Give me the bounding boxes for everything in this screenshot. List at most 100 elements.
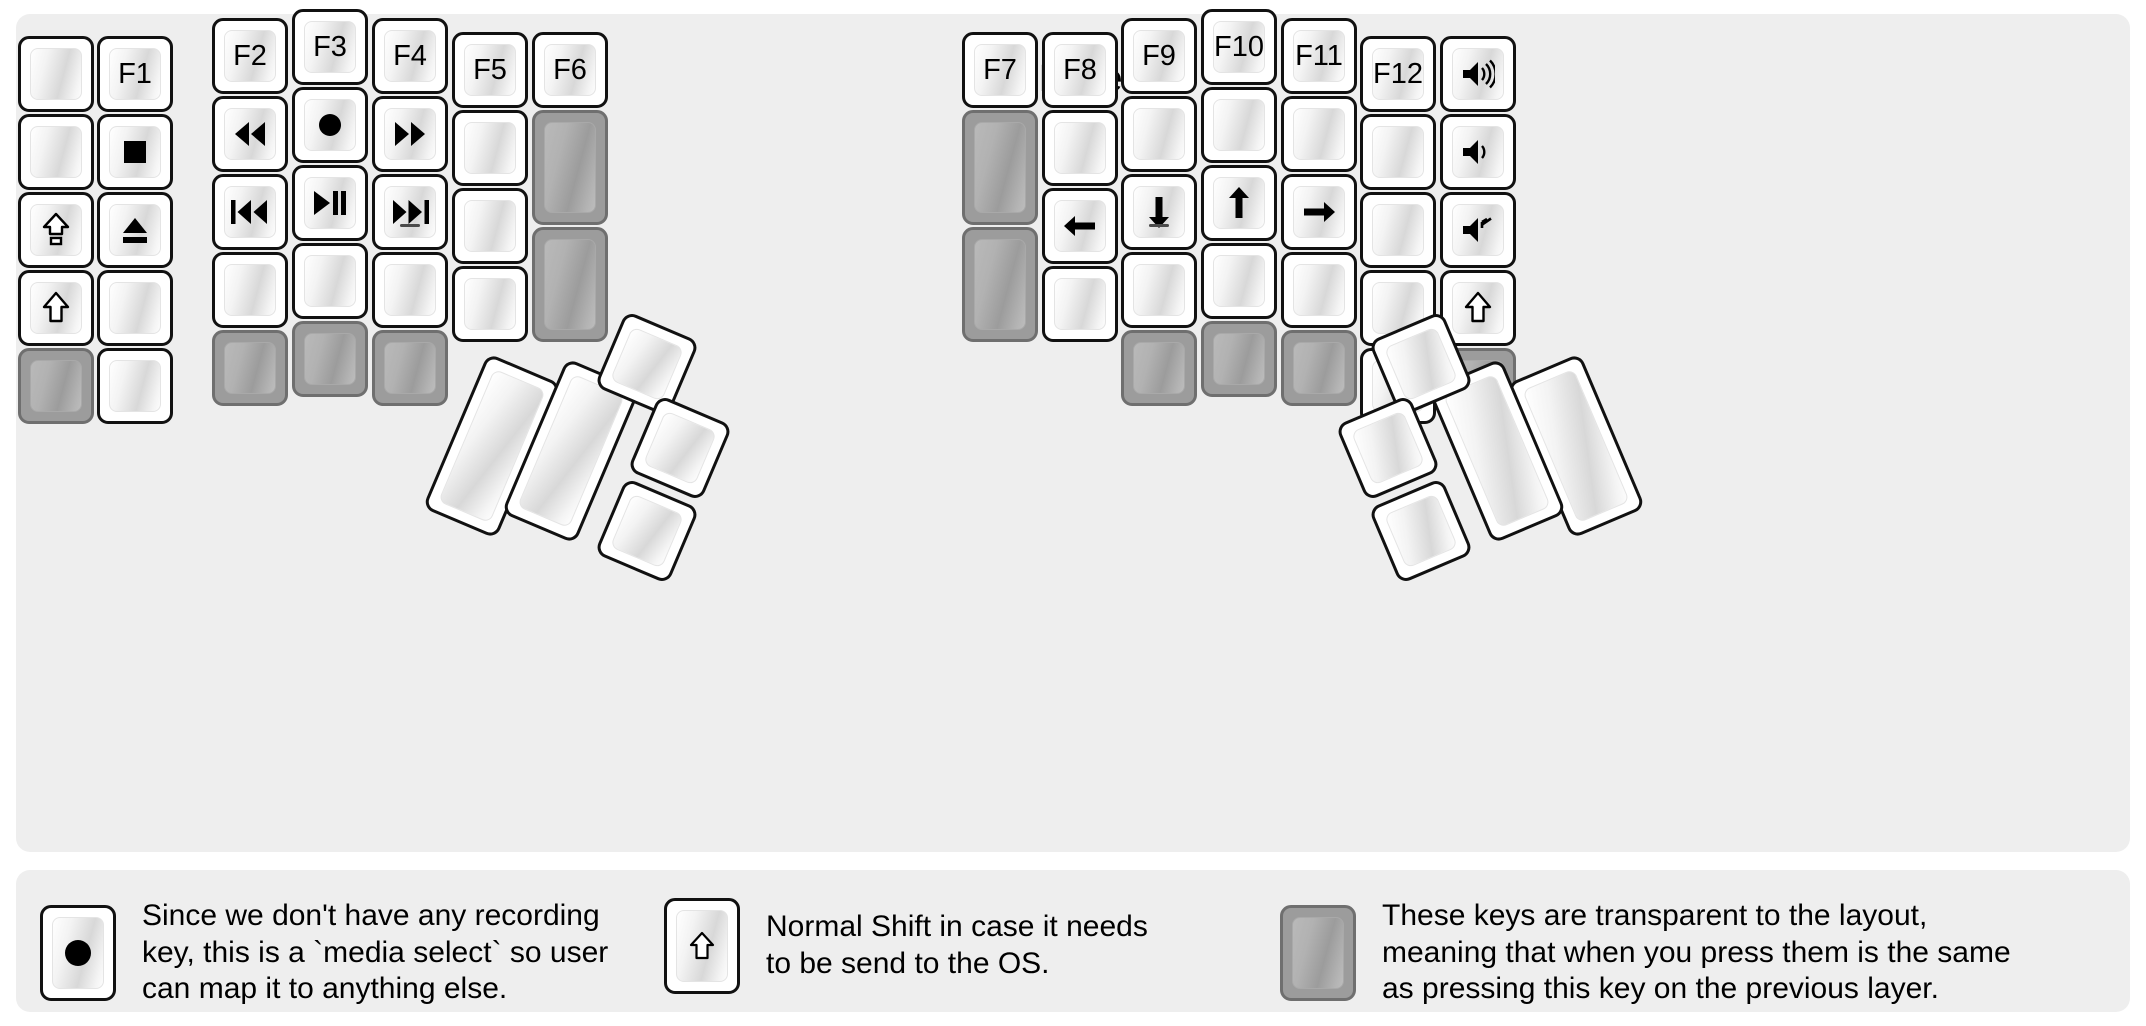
key-f12[interactable]: F12 [1360, 36, 1436, 112]
keycap-surface: F8 [1054, 44, 1106, 96]
key-f9[interactable]: F9 [1121, 18, 1197, 94]
key-transparent-r-c3r5[interactable] [1121, 330, 1197, 406]
keycap-surface [1452, 48, 1504, 100]
key-transparent-c1r5[interactable] [18, 348, 94, 424]
keycap-surface [1213, 99, 1265, 151]
key-f7[interactable]: F7 [962, 32, 1038, 108]
key-label: F2 [233, 39, 267, 72]
key-arrow-up[interactable] [1201, 165, 1277, 241]
key-blank-c5r4[interactable] [372, 252, 448, 328]
key-transparent-c5r5[interactable] [372, 330, 448, 406]
key-blank-r-c5r2[interactable] [1281, 96, 1357, 172]
shift-icon [42, 291, 70, 323]
key-label: F11 [1295, 39, 1343, 72]
key-transparent-r-c4r5[interactable] [1201, 321, 1277, 397]
key-transparent-r-c5r5[interactable] [1281, 330, 1357, 406]
keycap-surface [1452, 282, 1504, 334]
fast-forward-icon [395, 122, 425, 146]
key-transparent-c3r5[interactable] [212, 330, 288, 406]
key-blank-r-c2r2[interactable] [1042, 110, 1118, 186]
key-transparent-r-c1r3[interactable] [962, 227, 1038, 342]
key-blank-c6r4[interactable] [452, 266, 528, 342]
keycap-surface [1133, 186, 1185, 238]
arrow-down-icon [1149, 197, 1169, 228]
key-blank-c6r2[interactable] [452, 110, 528, 186]
key-label: F5 [473, 53, 507, 86]
homing-bar [1149, 224, 1169, 227]
keycap-surface [1054, 200, 1106, 252]
key-arrow-left[interactable] [1042, 188, 1118, 264]
key-shift-right[interactable] [1440, 270, 1516, 346]
key-volume-down[interactable] [1440, 114, 1516, 190]
keycap-surface: F12 [1372, 48, 1424, 100]
key-blank-c3r4[interactable] [212, 252, 288, 328]
key-label: F10 [1214, 30, 1264, 63]
keycap-surface [1054, 278, 1106, 330]
key-volume-mute[interactable] [1440, 192, 1516, 268]
key-f1[interactable]: F1 [97, 36, 173, 112]
key-media-stop[interactable] [97, 114, 173, 190]
key-f3[interactable]: F3 [292, 9, 368, 85]
homing-bar [400, 224, 420, 227]
key-f2[interactable]: F2 [212, 18, 288, 94]
key-label: F1 [118, 57, 152, 90]
caps-lock-icon [42, 212, 70, 246]
key-transparent-r-c1r2[interactable] [962, 110, 1038, 225]
key-f8[interactable]: F8 [1042, 32, 1118, 108]
key-blank-c6r3[interactable] [452, 188, 528, 264]
keycap-surface: F7 [974, 44, 1026, 96]
key-blank-r-c6r3[interactable] [1360, 192, 1436, 268]
keycap-surface [109, 126, 161, 178]
key-blank-c2r4[interactable] [97, 270, 173, 346]
volume-up-icon [1463, 59, 1495, 89]
keycap-surface: F5 [464, 44, 516, 96]
arrow-up-icon [1229, 187, 1249, 218]
key-blank-c1r2[interactable] [18, 114, 94, 190]
key-f5[interactable]: F5 [452, 32, 528, 108]
key-media-record[interactable] [292, 87, 368, 163]
key-media-forward[interactable] [372, 96, 448, 172]
key-transparent-c7r2[interactable] [532, 110, 608, 225]
key-media-rewind[interactable] [212, 96, 288, 172]
key-f10[interactable]: F10 [1201, 9, 1277, 85]
keycap-surface [974, 239, 1026, 330]
key-f6[interactable]: F6 [532, 32, 608, 108]
keycap-surface [1213, 333, 1265, 385]
keycap-surface: F9 [1133, 30, 1185, 82]
key-blank-c1r1[interactable] [18, 36, 94, 112]
key-blank-c4r4[interactable] [292, 243, 368, 319]
key-arrow-down[interactable] [1121, 174, 1197, 250]
keycap-surface [30, 48, 82, 100]
key-media-next[interactable] [372, 174, 448, 250]
keycap-surface: F3 [304, 21, 356, 73]
key-blank-r-c5r4[interactable] [1281, 252, 1357, 328]
key-media-prev[interactable] [212, 174, 288, 250]
key-shift-lock-c1r3[interactable] [18, 192, 94, 268]
key-blank-r-c3r2[interactable] [1121, 96, 1197, 172]
key-f11[interactable]: F11 [1281, 18, 1357, 94]
key-blank-r-c6r2[interactable] [1360, 114, 1436, 190]
key-transparent-c7r3[interactable] [532, 227, 608, 342]
key-media-eject[interactable] [97, 192, 173, 268]
key-volume-up[interactable] [1440, 36, 1516, 112]
keycap-surface [1133, 108, 1185, 160]
key-blank-r-c3r4[interactable] [1121, 252, 1197, 328]
keycap-surface [384, 342, 436, 394]
keycap-surface [1452, 126, 1504, 178]
keycap-surface [974, 122, 1026, 213]
key-blank-c2r5[interactable] [97, 348, 173, 424]
play-pause-icon [314, 191, 346, 215]
key-blank-r-c2r4[interactable] [1042, 266, 1118, 342]
keycap-surface [609, 493, 685, 569]
key-arrow-right[interactable] [1281, 174, 1357, 250]
key-blank-r-c4r2[interactable] [1201, 87, 1277, 163]
keycap-surface [224, 264, 276, 316]
key-f4[interactable]: F4 [372, 18, 448, 94]
key-transparent-c4r5[interactable] [292, 321, 368, 397]
key-shift-c1r4[interactable] [18, 270, 94, 346]
keycap-surface [1383, 326, 1459, 402]
volume-down-icon [1463, 140, 1486, 164]
key-blank-r-c4r4[interactable] [1201, 243, 1277, 319]
keycap-surface [384, 186, 436, 238]
key-media-playpause[interactable] [292, 165, 368, 241]
